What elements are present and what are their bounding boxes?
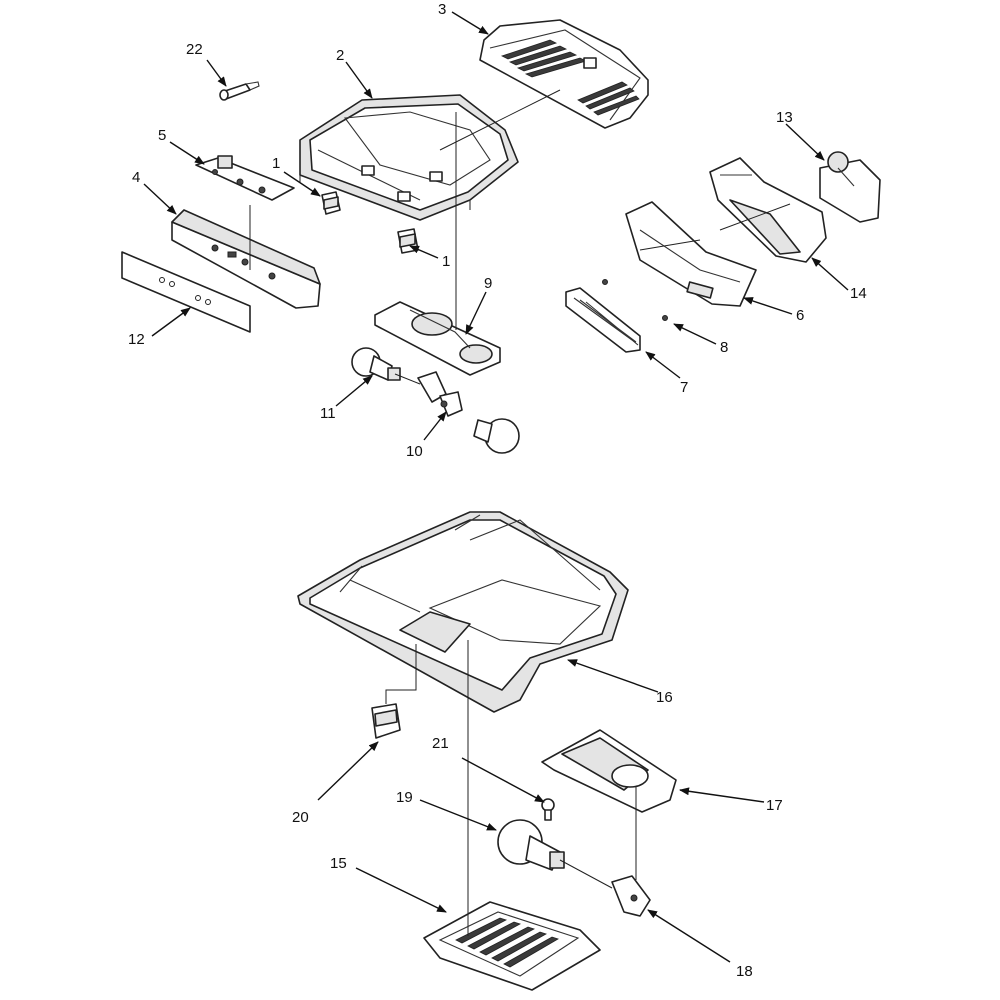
leader-lines [143,11,849,963]
part-1-switch-upper [321,191,341,215]
part-6-diffuser [625,201,757,307]
callout-13: 13 [776,109,793,126]
part-10-socket [417,371,463,417]
part-1-switch-lower [397,228,419,254]
part-20-switch [371,644,417,739]
vent-slots-3 [500,39,640,116]
part-11-bulb [351,347,401,381]
part-22-pin [219,81,260,101]
assembly-line-lower [559,859,613,889]
part-8-screw [602,279,668,321]
part-3-vent-cover [479,19,649,129]
callout-8: 8 [720,339,728,356]
callout-6: 6 [796,307,804,324]
part-12-label-strip [121,251,251,333]
callout-10: 10 [406,443,423,460]
callout-11: 11 [320,405,336,422]
callout-9: 9 [484,275,492,292]
part-21-screw [541,798,555,821]
callout-labels: 22 2 3 5 1 4 1 13 14 6 8 7 9 11 10 12 16… [128,1,867,980]
callout-4: 4 [132,169,140,186]
part-18-socket [611,786,651,917]
callout-5: 5 [158,127,166,144]
part-14-duct [709,157,827,263]
callout-19: 19 [396,789,413,806]
part-19-bulb [497,819,565,871]
callout-20: 20 [292,809,309,826]
callout-21: 21 [432,735,449,752]
part-4-control-bracket [171,209,321,309]
callout-22: 22 [186,41,203,58]
callout-12: 12 [128,331,145,348]
callout-1-upper: 1 [272,155,280,172]
callout-18: 18 [736,963,753,980]
callout-1-lower: 1 [442,253,450,270]
part-7-grille [565,287,641,353]
callout-16: 16 [656,689,673,706]
part-9-light-housing [374,301,501,376]
vent-slots-15 [455,917,559,968]
callout-17: 17 [766,797,783,814]
bulb-near-10 [473,418,520,454]
part-2-housing-frame [299,94,519,221]
assembly-lines-upper [249,89,791,385]
callout-14: 14 [850,285,867,302]
part-16-housing-tray [297,511,629,713]
callout-15: 15 [330,855,347,872]
part-17-light-cover [541,729,677,813]
part-15-grille-cover [423,640,601,991]
part-5-circuit-board [195,155,295,201]
part-13-damper-motor [819,151,881,223]
callout-2: 2 [336,47,344,64]
callout-7: 7 [680,379,688,396]
callout-3: 3 [438,1,446,18]
